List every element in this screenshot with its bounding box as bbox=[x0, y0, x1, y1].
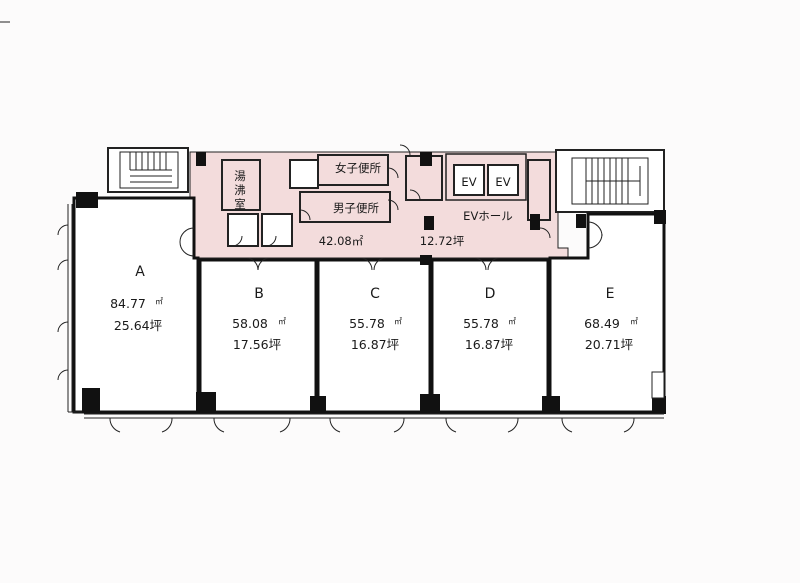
unit-d-id: D bbox=[485, 286, 496, 302]
unit-e-area-m2: 68.49 bbox=[584, 316, 620, 331]
unit-c-area-unit: ㎡ bbox=[394, 317, 402, 326]
unit-b-area-tsubo: 17.56坪 bbox=[233, 337, 281, 352]
kitchenette-room bbox=[221, 159, 261, 211]
unit-d-area-unit: ㎡ bbox=[508, 317, 516, 326]
unit-walls bbox=[72, 196, 666, 414]
facade-bottom bbox=[84, 413, 664, 419]
doors bbox=[57, 144, 635, 433]
unit-b-area-m2: 58.08 bbox=[232, 316, 268, 331]
unit-labels: A 84.77 ㎡ 25.64坪 B 58.08 ㎡ 17.56坪 C 55.7… bbox=[110, 264, 638, 352]
unit-c-area-m2: 55.78 bbox=[349, 316, 385, 331]
unit-e-area-tsubo: 20.71坪 bbox=[585, 337, 633, 352]
common-area-tsubo: 12.72坪 bbox=[420, 234, 465, 248]
unit-d-area-m2: 55.78 bbox=[463, 316, 499, 331]
ev-shaft-1 bbox=[453, 164, 485, 196]
unit-b-id: B bbox=[254, 286, 264, 302]
unit-c-area-tsubo: 16.87坪 bbox=[351, 337, 399, 352]
core-columns bbox=[196, 152, 586, 230]
womens-toilet-label: 女子便所 bbox=[335, 161, 381, 175]
ev-hall-label: EVホール bbox=[463, 209, 513, 223]
unit-b bbox=[198, 258, 318, 414]
unit-b-area-unit: ㎡ bbox=[278, 317, 286, 326]
unit-c-id: C bbox=[370, 286, 380, 302]
stairs-right bbox=[555, 149, 665, 213]
facade-left bbox=[67, 204, 82, 413]
ev-label-1: EV bbox=[461, 175, 476, 189]
unit-a-area-tsubo: 25.64坪 bbox=[114, 318, 162, 333]
kitchenette-label-2: 沸 bbox=[234, 183, 246, 197]
unit-c bbox=[316, 258, 432, 414]
kitchenette-label-3: 室 bbox=[234, 197, 246, 211]
womens-toilet-room bbox=[317, 154, 389, 186]
mens-toilet-label: 男子便所 bbox=[333, 201, 379, 215]
unit-e bbox=[548, 212, 666, 414]
unit-e-window bbox=[651, 371, 665, 399]
core-labels: 湯 沸 室 女子便所 男子便所 EV EV EVホール 42.08㎡ 12.72… bbox=[234, 161, 513, 248]
unit-a-area-m2: 84.77 bbox=[110, 296, 146, 311]
unit-e-id: E bbox=[606, 286, 615, 302]
common-area-m2: 42.08㎡ bbox=[319, 234, 364, 248]
unit-d-area-tsubo: 16.87坪 bbox=[465, 337, 513, 352]
stairs-left bbox=[107, 147, 189, 193]
core-rooms bbox=[221, 153, 551, 247]
unit-e-area-unit: ㎡ bbox=[630, 317, 638, 326]
kitchenette-label-1: 湯 bbox=[234, 169, 246, 183]
structural-columns bbox=[76, 192, 666, 414]
ev-shaft-2 bbox=[487, 164, 519, 196]
unit-d bbox=[430, 258, 550, 414]
unit-a-id: A bbox=[135, 264, 145, 280]
mens-toilet-room bbox=[299, 191, 391, 223]
ev-label-2: EV bbox=[495, 175, 510, 189]
unit-a-area-unit: ㎡ bbox=[155, 297, 163, 306]
